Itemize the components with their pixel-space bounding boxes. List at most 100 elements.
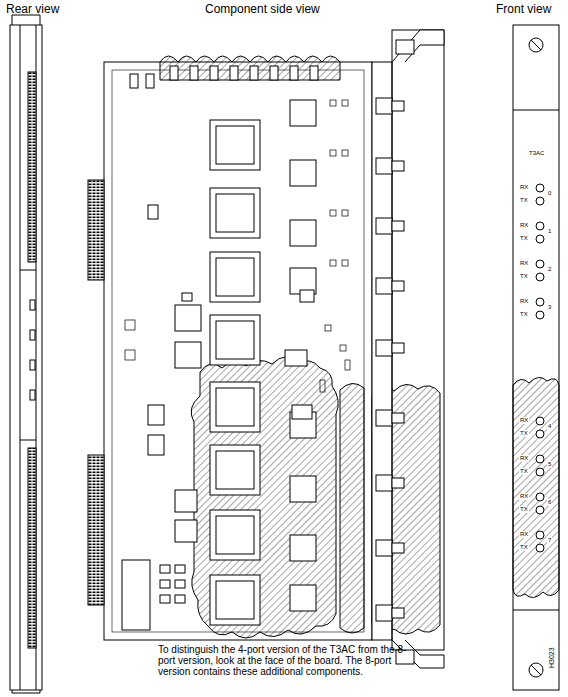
small-parts: [125, 350, 135, 360]
ic-chips: [290, 535, 316, 561]
small-parts: [342, 210, 348, 216]
ic-chips: [175, 580, 185, 588]
bnc-connectors: [376, 98, 392, 114]
ic-chips: [210, 315, 260, 365]
ic-chips: [175, 305, 201, 331]
front-panel-connectors: [536, 417, 544, 425]
bnc-connectors: [376, 475, 392, 491]
front-panel-connectors: [536, 506, 544, 514]
note-text: To distinguish the 4-port version of the…: [158, 644, 408, 677]
bnc-connectors: [376, 278, 392, 294]
port-number: 1: [547, 228, 552, 235]
ic-chips: [175, 490, 197, 512]
bnc-connectors: [392, 413, 404, 423]
front-panel-connectors: [536, 531, 544, 539]
front-panel-connectors: [536, 197, 544, 205]
figure-number: H3023: [548, 647, 556, 668]
port-label: RX: [519, 184, 529, 191]
ic-chips: [216, 581, 254, 619]
ic-chips: [216, 451, 254, 489]
top-edge-components: [210, 66, 218, 80]
front-panel-connectors: [536, 430, 544, 438]
bnc-connectors: [376, 218, 392, 234]
port-label: RX: [519, 222, 529, 229]
bnc-connectors: [392, 543, 404, 553]
ic-chips: [160, 565, 170, 573]
bnc-connectors: [376, 410, 392, 426]
rear-view: [28, 448, 36, 648]
ic-chips: [210, 382, 260, 432]
view-title: Component side view: [205, 3, 320, 16]
rear-view: [12, 15, 40, 25]
front-panel: [513, 25, 559, 690]
small-parts: [320, 380, 325, 392]
circuit-board: [88, 180, 104, 280]
ic-chips: [175, 520, 197, 542]
bnc-connectors: [376, 340, 392, 356]
front-panel-connectors: [536, 493, 544, 501]
small-parts: [330, 210, 336, 216]
front-panel: [513, 610, 559, 611]
top-edge-components: [146, 74, 154, 88]
port-label: TX: [519, 235, 529, 242]
ic-chips: [216, 388, 254, 426]
additional-components-region: [191, 357, 440, 638]
ic-chips: [290, 100, 316, 126]
front-panel-connectors: [536, 298, 544, 306]
port-label: TX: [519, 197, 529, 204]
port-number: 3: [547, 304, 552, 311]
rear-view: [10, 25, 42, 690]
front-bracket: [392, 30, 444, 650]
front-panel: [513, 110, 559, 111]
ic-chips: [160, 595, 170, 603]
small-parts: [340, 345, 346, 351]
front-panel-connectors: [536, 273, 544, 281]
ic-chips: [285, 350, 307, 366]
rear-view: [30, 300, 35, 310]
front-panel-connectors: [536, 455, 544, 463]
small-parts: [125, 320, 135, 330]
port-label: TX: [519, 273, 529, 280]
circuit-board: [104, 62, 372, 640]
top-edge-components: [310, 66, 318, 80]
front-panel: [529, 663, 543, 677]
port-number: 5: [547, 461, 552, 468]
bnc-connectors: [376, 605, 392, 621]
ic-chips: [148, 100, 316, 625]
ic-chips: [290, 585, 316, 611]
front-panel-connectors: [536, 184, 544, 552]
bnc-connectors: [376, 540, 392, 556]
top-edge-components: [170, 66, 178, 80]
ic-chips: [160, 580, 170, 588]
ic-chips: [175, 342, 201, 368]
front-panel: [513, 377, 559, 597]
circuit-board: [122, 560, 150, 630]
ic-chips: [216, 516, 254, 554]
port-label: RX: [519, 493, 529, 500]
rear-view: [10, 15, 42, 693]
view-title: Front view: [496, 3, 551, 16]
front-panel: [529, 38, 543, 52]
front-bracket: [392, 30, 444, 62]
circuit-board: [88, 455, 104, 605]
port-number: 2: [547, 266, 552, 273]
small-parts: [342, 260, 348, 266]
ic-chips: [148, 205, 158, 219]
front-panel-connectors: [536, 468, 544, 476]
ic-chips: [182, 293, 192, 301]
top-edge-components: [130, 74, 138, 88]
bnc-connectors: [392, 478, 404, 488]
port-label: TX: [519, 506, 529, 513]
port-label: RX: [519, 455, 529, 462]
front-panel-connectors: [536, 544, 544, 552]
port-number: 0: [547, 190, 552, 197]
small-parts: [342, 150, 348, 156]
bnc-connectors: [392, 281, 404, 291]
small-parts: [345, 360, 350, 370]
view-title: Rear view: [6, 3, 59, 16]
rear-view: [30, 390, 35, 400]
bnc-connectors: [392, 343, 404, 353]
ic-chips: [210, 445, 260, 495]
front-panel: [513, 25, 559, 690]
